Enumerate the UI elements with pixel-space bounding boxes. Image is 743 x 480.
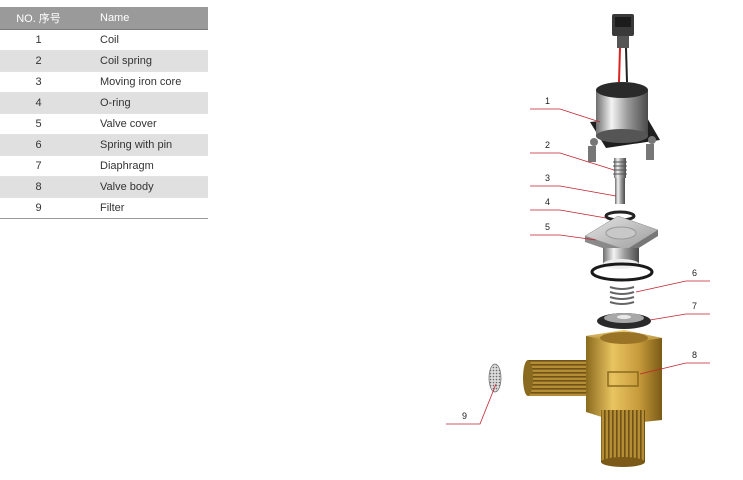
cell-no: 4 [0,92,77,114]
header-name: Name [77,7,208,30]
cell-no: 2 [0,50,77,72]
header-no: NO. 序号 [0,7,77,30]
diaphragm-part [597,313,651,329]
cell-name: Spring with pin [77,134,208,156]
coil-part [588,82,660,162]
cell-name: Coil [77,29,208,51]
moving-iron-core-part [615,178,625,204]
table-header-row: NO. 序号 Name [0,7,208,30]
cell-no: 1 [0,29,77,51]
cell-name: O-ring [77,92,208,114]
cell-no: 8 [0,176,77,198]
callout-9: 9 [462,411,467,421]
cell-name: Valve body [77,176,208,198]
cell-no: 5 [0,113,77,135]
cell-no: 7 [0,155,77,177]
cell-name: Filter [77,197,208,219]
callout-3: 3 [545,173,550,183]
wire-connector [612,14,634,83]
callout-4: 4 [545,197,550,207]
cell-name: Valve cover [77,113,208,135]
valve-body-part [523,330,662,467]
filter-part [488,363,502,393]
callout-7: 7 [692,301,697,311]
cell-name: Moving iron core [77,71,208,93]
cell-no: 9 [0,197,77,219]
callout-5: 5 [545,222,550,232]
cell-no: 6 [0,134,77,156]
o-ring-large [590,262,654,282]
callout-1: 1 [545,96,550,106]
spring-with-pin-part [609,286,635,305]
cell-name: Diaphragm [77,155,208,177]
callout-2: 2 [545,140,550,150]
cell-name: Coil spring [77,50,208,72]
valve-cover-part [584,215,659,269]
cell-no: 3 [0,71,77,93]
callout-6: 6 [692,268,697,278]
callout-8: 8 [692,350,697,360]
callout-labels: 1 2 3 4 5 6 7 8 9 [462,96,697,421]
coil-spring-part [613,158,627,178]
callout-leaders [446,108,710,425]
